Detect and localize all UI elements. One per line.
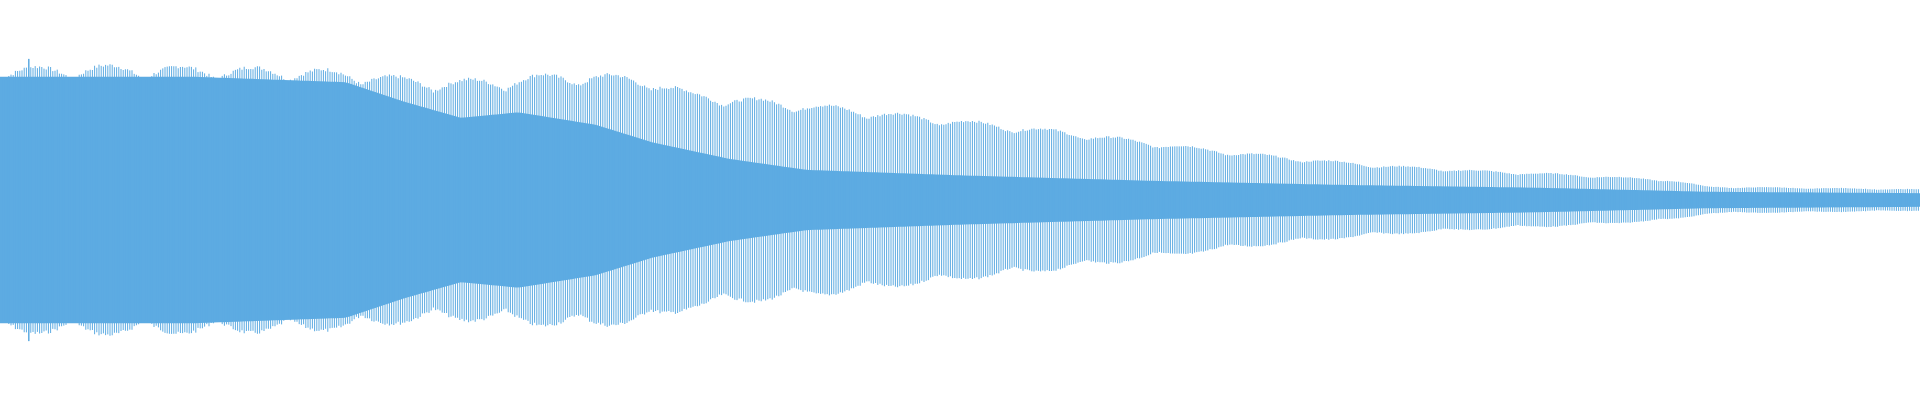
waveform-transient-spikes (22, 58, 30, 342)
waveform-sample-lines (0, 64, 1919, 336)
